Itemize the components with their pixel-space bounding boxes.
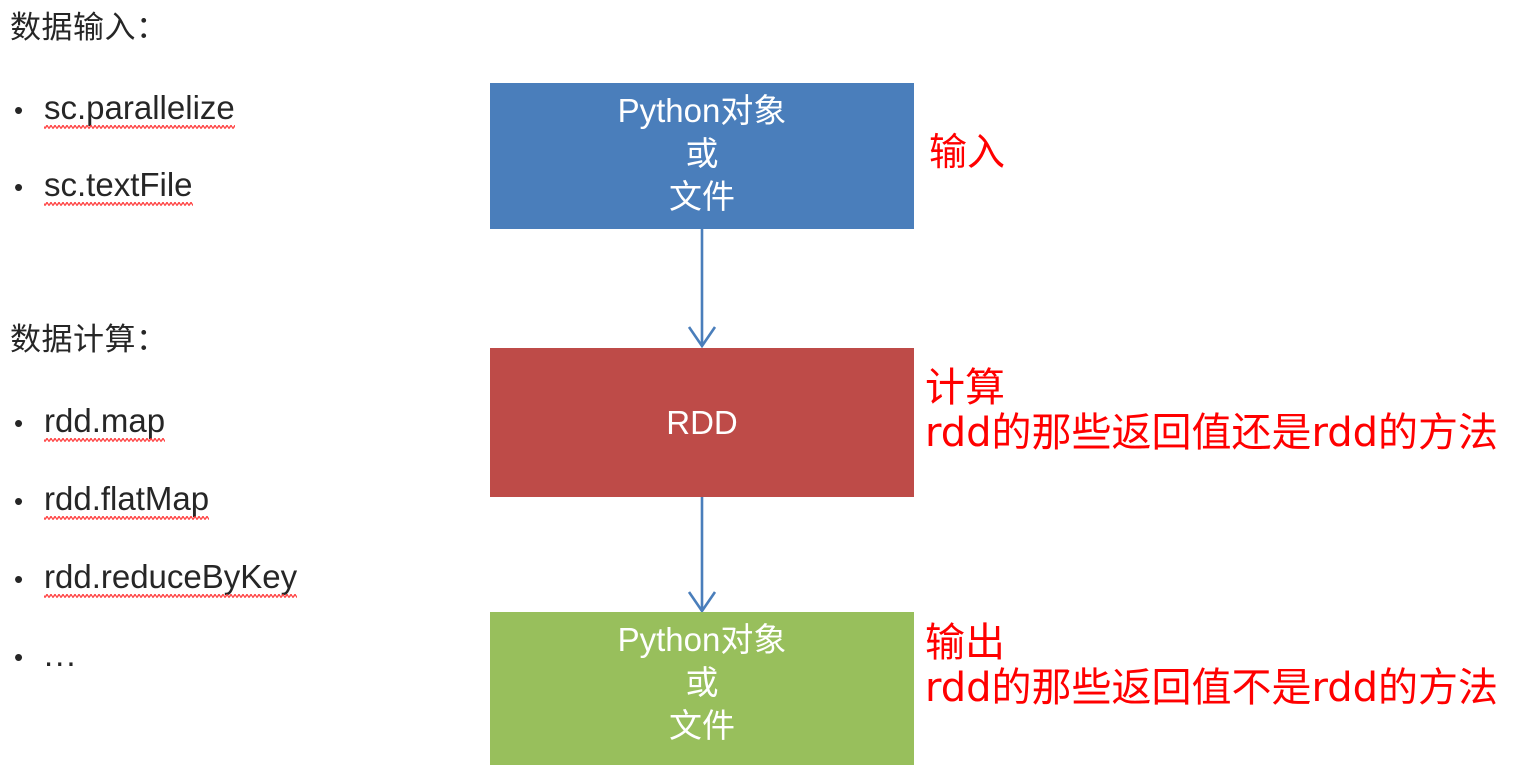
annotation-input: 输入 xyxy=(929,131,1005,174)
annotation-compute-line-1: 计算 xyxy=(925,365,1005,411)
bullet-marker-icon: • xyxy=(14,408,24,438)
list-item-ellipsis[interactable]: • ... xyxy=(14,636,78,673)
list-item-rdd-map[interactable]: • rdd.map xyxy=(14,402,166,443)
flow-box-input-line-2: 或 xyxy=(685,135,719,172)
section-heading-data-input: 数据输入： xyxy=(10,10,168,45)
flow-box-output-text: Python对象 或 文件 xyxy=(490,612,914,747)
arrow-input-to-rdd xyxy=(681,229,723,349)
list-item-label: rdd.map xyxy=(44,402,166,443)
bullet-marker-icon: • xyxy=(14,95,24,125)
bullet-marker-icon: • xyxy=(14,564,24,594)
flow-box-input-text: Python对象 或 文件 xyxy=(490,83,914,218)
flow-box-output-line-3: 文件 xyxy=(669,707,735,744)
annotation-input-line-1: 输入 xyxy=(929,130,1006,174)
bullet-marker-icon: • xyxy=(14,172,24,202)
list-item-sc-parallelize[interactable]: • sc.parallelize xyxy=(14,89,235,130)
flow-box-rdd-label: RDD xyxy=(666,404,738,441)
list-item-label: rdd.flatMap xyxy=(44,480,210,521)
list-item-rdd-flatmap[interactable]: • rdd.flatMap xyxy=(14,480,210,521)
list-item-label: ... xyxy=(44,636,78,673)
list-item-label: rdd.reduceByKey xyxy=(44,558,298,599)
flow-box-input-line-1: Python对象 xyxy=(617,92,787,129)
list-item-label: sc.parallelize xyxy=(44,89,235,130)
annotation-output-line-1: 输出 xyxy=(925,620,1005,666)
annotation-output-line-2: rdd的那些返回值不是rdd的方法 xyxy=(925,664,1499,711)
flow-box-output-line-2: 或 xyxy=(685,664,719,701)
annotation-compute-line-2: rdd的那些返回值还是rdd的方法 xyxy=(925,409,1499,456)
bullet-marker-icon: • xyxy=(14,642,24,672)
flow-box-input[interactable]: Python对象 或 文件 xyxy=(490,83,914,229)
bullet-marker-icon: • xyxy=(14,486,24,516)
list-item-label: sc.textFile xyxy=(44,166,193,207)
annotation-compute: 计算 rdd的那些返回值还是rdd的方法 xyxy=(925,366,1498,456)
flow-box-output[interactable]: Python对象 或 文件 xyxy=(490,612,914,765)
annotation-output: 输出 rdd的那些返回值不是rdd的方法 xyxy=(925,621,1498,711)
flow-box-output-line-1: Python对象 xyxy=(617,621,787,658)
arrow-rdd-to-output xyxy=(681,497,723,614)
flow-box-input-line-3: 文件 xyxy=(669,178,735,215)
flow-box-rdd[interactable]: RDD xyxy=(490,348,914,497)
list-item-sc-textfile[interactable]: • sc.textFile xyxy=(14,166,193,207)
section-heading-data-compute: 数据计算： xyxy=(10,322,168,357)
list-item-rdd-reducebykey[interactable]: • rdd.reduceByKey xyxy=(14,558,298,599)
